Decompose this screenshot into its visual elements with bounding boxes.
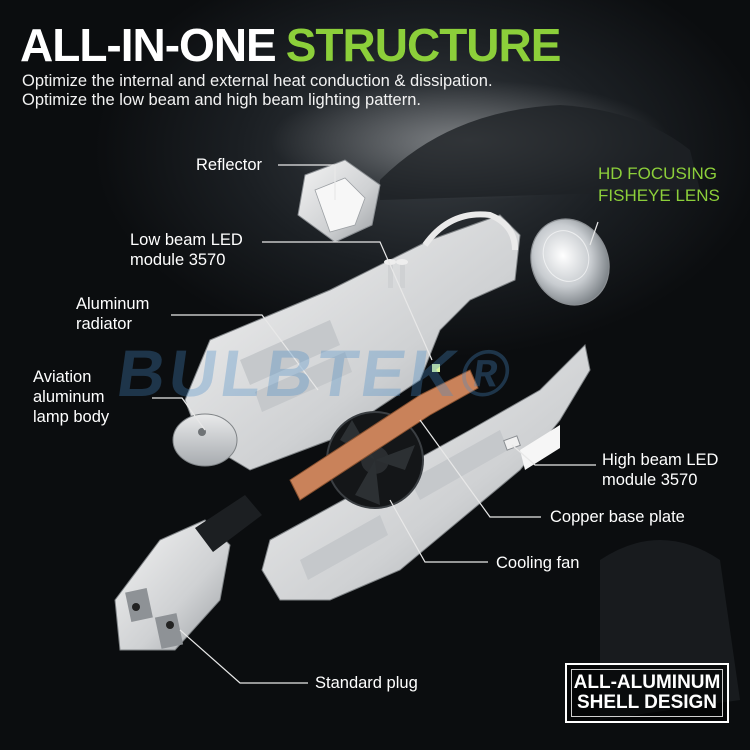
upper-aluminum-housing	[172, 211, 521, 471]
subtitle-line-1: Optimize the internal and external heat …	[22, 72, 493, 90]
callout-cooling-fan: Cooling fan	[496, 554, 580, 572]
callout-low-beam-line-1: Low beam LED	[130, 231, 243, 249]
callout-high-beam-line-1: High beam LED	[602, 451, 719, 469]
callout-reflector: Reflector	[196, 156, 263, 174]
copper-base-plate-part	[289, 364, 479, 501]
callout-aluminum-radiator: Aluminum radiator	[76, 294, 149, 334]
callout-high-beam-line-2: module 3570	[602, 471, 698, 489]
callout-body-line-1: Aviation	[33, 368, 92, 386]
fisheye-lens-part	[530, 218, 610, 306]
callout-low-beam-led: Low beam LED module 3570	[130, 230, 243, 270]
high-beam-led-chip	[503, 435, 521, 451]
badge-line-1: ALL-ALUMINUM	[573, 672, 721, 693]
background-car-silhouette	[380, 105, 700, 200]
subtitle-line-2: Optimize the low beam and high beam ligh…	[22, 91, 421, 109]
callout-standard-plug: Standard plug	[315, 674, 418, 692]
callout-radiator-line-2: radiator	[76, 315, 132, 333]
badge-line-2: SHELL DESIGN	[576, 692, 718, 713]
reflector-part	[297, 159, 381, 243]
callout-low-beam-line-2: module 3570	[130, 251, 226, 269]
callout-lamp-body: Aviation aluminum lamp body	[33, 367, 109, 427]
brand-watermark: BULBTEK®	[112, 336, 520, 410]
callout-body-line-3: lamp body	[33, 408, 110, 426]
lower-aluminum-housing	[261, 343, 591, 601]
callout-lens-line-2: FISHEYE LENS	[598, 186, 720, 205]
callout-radiator-line-1: Aluminum	[76, 295, 150, 313]
callout-fisheye-lens: HD FOCUSING FISHEYE LENS	[598, 163, 720, 207]
callout-copper-base-plate: Copper base plate	[550, 508, 685, 526]
title-part-green: STRUCTURE	[285, 19, 562, 71]
callout-leader-lines	[152, 164, 599, 684]
title-part-white: ALL-IN-ONE	[20, 19, 277, 71]
all-aluminum-badge: ALL-ALUMINUM SHELL DESIGN	[565, 663, 729, 723]
callout-body-line-2: aluminum	[33, 388, 105, 406]
standard-plug-part	[114, 495, 262, 651]
callout-high-beam-led: High beam LED module 3570	[602, 450, 718, 490]
callout-lens-line-1: HD FOCUSING	[598, 164, 717, 183]
